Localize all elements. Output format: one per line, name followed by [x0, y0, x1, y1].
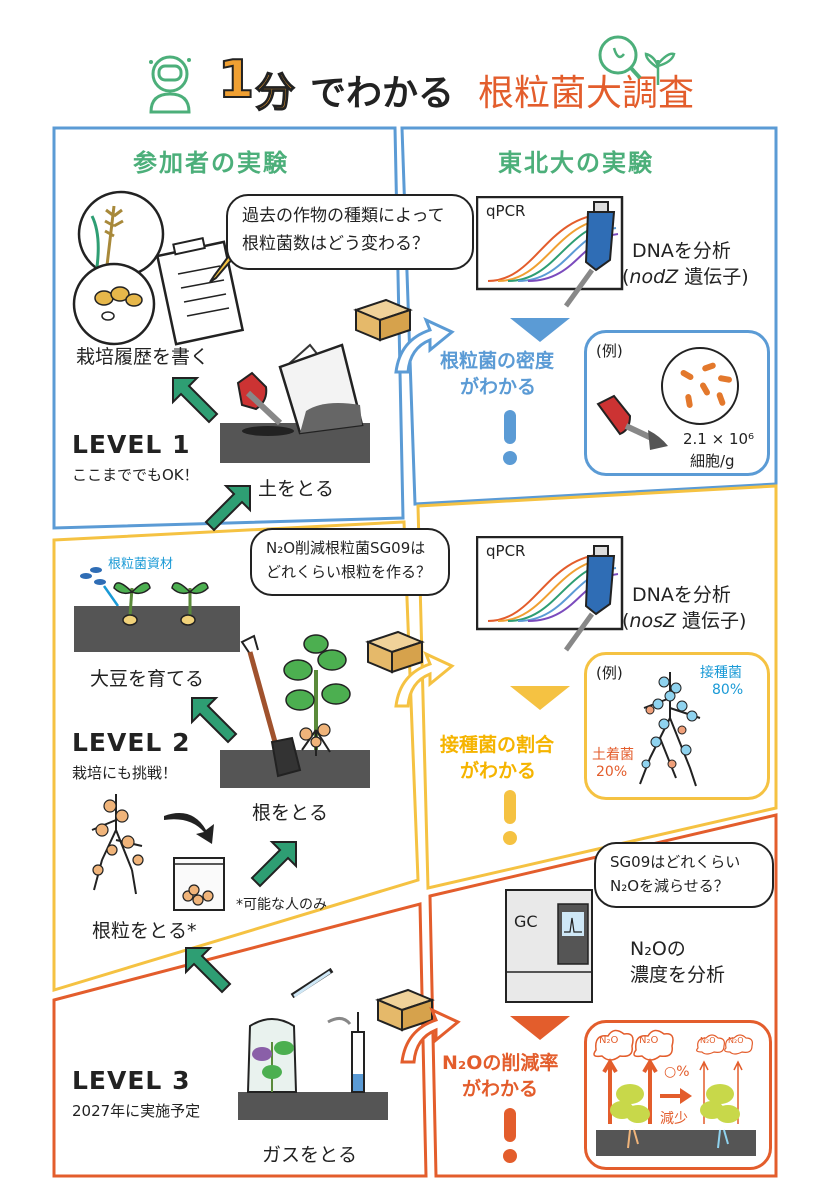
heading-participant: 参加者の実験: [133, 149, 289, 177]
green-arrow-icon: [191, 697, 238, 744]
exclamation-icon: [503, 1108, 517, 1163]
blue-triangle-icon: [510, 318, 570, 342]
curved-arrow-icon: [400, 1007, 461, 1064]
indigenous-label: 土着菌: [592, 747, 634, 763]
orange-triangle-icon: [510, 1016, 570, 1040]
title-rest: でわかる: [310, 73, 455, 114]
question-bubble-level3: SG09はどれくらい N₂Oを減らせる？: [594, 842, 774, 908]
curved-arrow-icon: [394, 317, 455, 374]
green-arrow-icon: [204, 485, 251, 532]
n2o-cloud-label: N₂O: [639, 1035, 659, 1046]
example-label: (例): [596, 664, 623, 682]
n2o-cloud-label: N₂O: [700, 1036, 716, 1045]
level1-label: LEVEL 1: [72, 430, 191, 459]
level2-label: LEVEL 2: [72, 728, 191, 757]
inoculated-roots-illustration: [639, 672, 701, 787]
crop-history-illustration: [72, 190, 245, 346]
level3-label: LEVEL 3: [72, 1066, 191, 1095]
question-bubble-level1: 過去の作物の種類によって 根粒菌数はどう変わる？: [226, 194, 474, 270]
question-line: N₂O削減根粒菌SG09は: [266, 539, 426, 557]
dna-gene-label: (nosZ 遺伝子): [622, 610, 747, 632]
step-write-history: 栽培履歴を書く: [76, 346, 210, 368]
inoculated-pct: 80%: [712, 682, 744, 698]
box-icon: [375, 988, 435, 1032]
green-arrow-icon: [172, 377, 219, 424]
dna-analysis-label: DNAを分析: [632, 240, 731, 262]
box-icon: [353, 298, 413, 342]
nodule-bag-icon: [173, 857, 225, 911]
step-take-gas: ガスをとる: [262, 1144, 358, 1166]
indigenous-pct: 20%: [596, 764, 628, 780]
box-icon: [365, 630, 425, 674]
qpcr-label: qPCR: [486, 202, 526, 220]
inoculated-label: 接種菌: [700, 665, 742, 681]
curved-arrow-icon: [394, 651, 455, 708]
soil-bacteria-illustration: [596, 347, 739, 450]
title-bun: 分: [254, 69, 296, 117]
question-line: SG09はどれくらい: [610, 853, 741, 871]
nodule-roots-illustration: [91, 794, 144, 895]
question-line: 過去の作物の種類によって: [242, 206, 445, 226]
level1-note: ここまででもOK！: [72, 466, 199, 484]
dna-analysis-label: DNAを分析: [632, 584, 731, 606]
question-line: どれくらい根粒を作る？: [266, 563, 432, 581]
qpcr-label: qPCR: [486, 542, 526, 560]
result-density-l1: 根粒菌の密度: [440, 350, 555, 372]
level3-note: 2027年に実施予定: [72, 1102, 201, 1120]
question-bubble-level2: N₂O削減根粒菌SG09は どれくらい根粒を作る？: [250, 528, 450, 596]
n2o-emission-illustration: [593, 1029, 756, 1156]
pipette-icon: [563, 545, 616, 652]
heading-tohoku: 東北大の実験: [498, 149, 654, 177]
level2-note: 栽培にも挑戦！: [72, 764, 178, 782]
dna-gene-label: (nodZ 遺伝子): [622, 266, 749, 288]
example-label: (例): [596, 342, 623, 360]
yellow-triangle-icon: [510, 686, 570, 710]
soybean-digging-illustration: [220, 634, 370, 788]
reduction-percent: ○%: [664, 1064, 690, 1080]
n2o-cloud-label: N₂O: [728, 1036, 744, 1045]
green-arrow-icon: [250, 841, 297, 888]
density-value: 2.1 × 10⁶: [683, 430, 755, 448]
question-line: 根粒菌数はどう変わる？: [242, 234, 429, 254]
result-reduction-l2: がわかる: [462, 1078, 539, 1100]
result-ratio-l2: がわかる: [460, 760, 537, 782]
magnifier-sprout-icon: [598, 35, 676, 85]
gas-collection-illustration: [238, 967, 388, 1120]
result-ratio-l1: 接種菌の割合: [440, 734, 555, 756]
ratio-example-panel: [584, 652, 770, 800]
step-grow-soybean: 大豆を育てる: [90, 668, 205, 690]
result-reduction-l1: N₂Oの削減率: [442, 1052, 559, 1074]
step-take-nodule: 根粒をとる*: [92, 920, 197, 942]
result-density-l2: がわかる: [460, 376, 537, 398]
analysis-l2: 濃度を分析: [630, 964, 726, 986]
pipette-icon: [563, 201, 616, 308]
analysis-l1: N₂Oの: [630, 938, 686, 960]
green-arrow-icon: [185, 947, 232, 994]
density-unit: 細胞/g: [690, 452, 735, 470]
gc-instrument-icon: [505, 889, 593, 1003]
soil-sampling-illustration: [220, 343, 370, 463]
seedling-illustration: [74, 567, 240, 652]
astronaut-icon: [149, 55, 191, 114]
question-line: N₂Oを減らせる？: [610, 877, 729, 895]
footnote: *可能な人のみ: [236, 897, 327, 913]
reduction-word: 減少: [660, 1111, 688, 1127]
step-take-root: 根をとる: [252, 802, 329, 824]
exclamation-icon: [503, 790, 517, 845]
step-take-soil: 土をとる: [258, 478, 335, 500]
material-label: 根粒菌資材: [108, 557, 174, 572]
exclamation-icon: [503, 410, 517, 465]
curved-black-arrow-icon: [164, 813, 214, 844]
title-number: 1: [217, 49, 255, 111]
gc-label: GC: [514, 912, 538, 931]
n2o-cloud-label: N₂O: [599, 1035, 619, 1046]
